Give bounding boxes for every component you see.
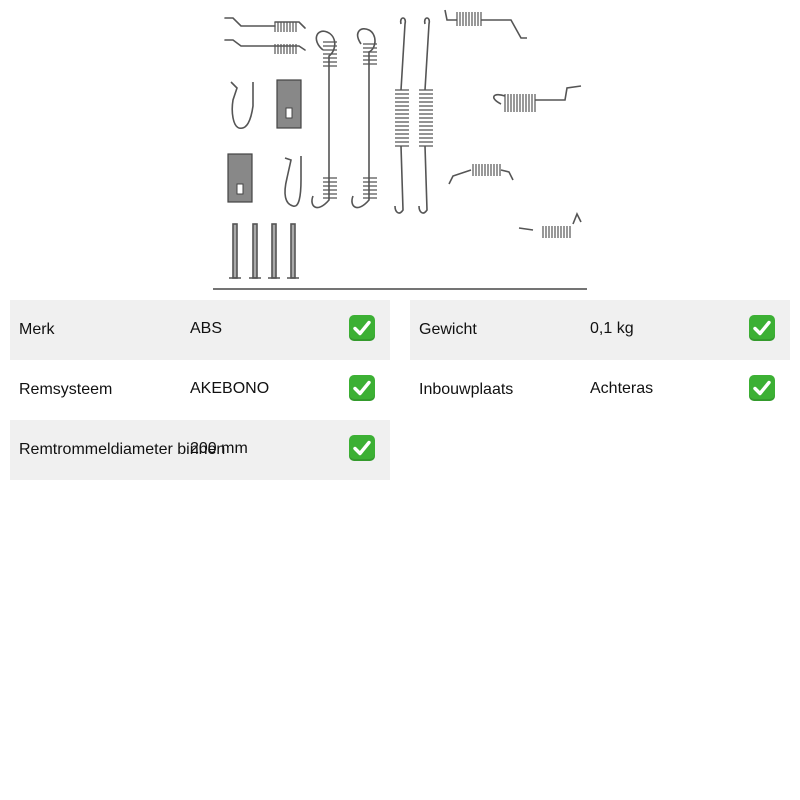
brake-shoe-fitting-kit-icon — [213, 9, 587, 290]
spec-label: Merk — [19, 321, 55, 338]
spec-table-left: Merk ABS Remsysteem AKEBONO Remtrommeldi… — [10, 300, 390, 480]
spec-value: ABS — [190, 320, 223, 337]
green-check-icon — [349, 315, 375, 341]
green-check-icon — [349, 375, 375, 401]
green-check-icon — [749, 315, 775, 341]
spec-value: 0,1 kg — [590, 320, 634, 337]
spec-label: Inbouwplaats — [419, 381, 514, 398]
spec-row-gewicht: Gewicht 0,1 kg — [410, 300, 790, 360]
spec-value: 200 mm — [190, 440, 248, 457]
green-check-icon — [349, 435, 375, 461]
spec-value: Achteras — [590, 380, 654, 397]
spec-row-remsysteem: Remsysteem AKEBONO — [10, 360, 390, 420]
product-image — [213, 0, 587, 290]
spec-label: Gewicht — [419, 321, 477, 338]
spec-row-merk: Merk ABS — [10, 300, 390, 360]
spec-row-remtrommeldiameter: Remtrommeldiameter binnen 200 mm — [10, 420, 390, 480]
green-check-icon — [749, 375, 775, 401]
spec-table-right: Gewicht 0,1 kg Inbouwplaats Achteras — [410, 300, 790, 420]
spec-row-inbouwplaats: Inbouwplaats Achteras — [410, 360, 790, 420]
spec-label: Remsysteem — [19, 381, 113, 398]
spec-value: AKEBONO — [190, 380, 270, 397]
spec-label: Remtrommeldiameter binnen — [19, 441, 226, 458]
